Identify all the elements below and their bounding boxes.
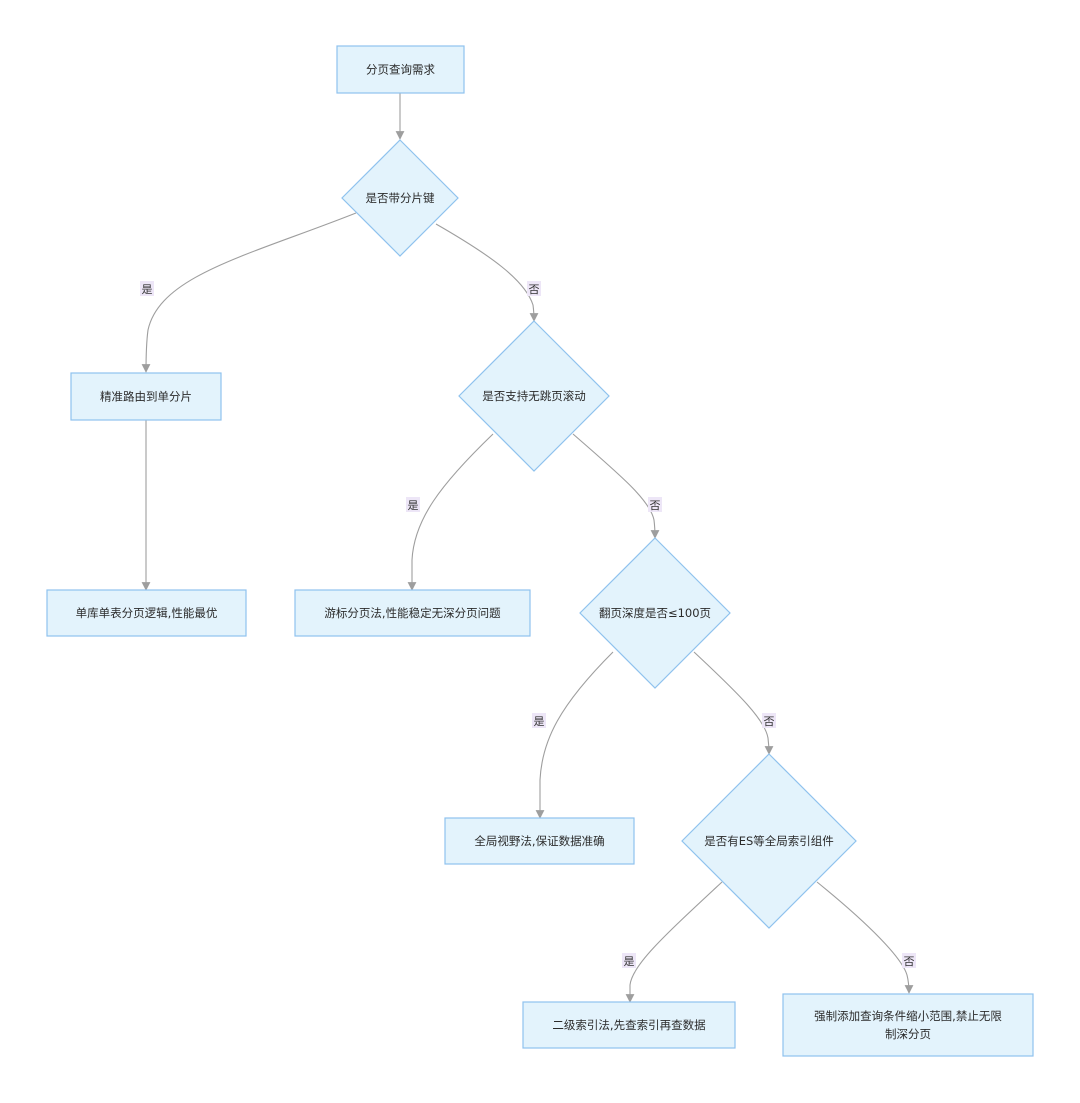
decision-no-jump-scroll-label: 是否支持无跳页滚动 <box>482 389 586 403</box>
edge-label-yes: 是 <box>624 955 635 968</box>
node-route-single: 精准路由到单分片 <box>70 372 222 421</box>
edge-label-no: 否 <box>764 715 775 728</box>
node-start: 分页查询需求 <box>336 45 465 94</box>
node-force-filter: 强制添加查询条件缩小范围,禁止无限 制深分页 <box>782 993 1034 1057</box>
node-cursor: 游标分页法,性能稳定无深分页问题 <box>294 589 531 637</box>
edge-nojump-yes <box>407 433 494 591</box>
node-route-single-label: 精准路由到单分片 <box>100 390 192 404</box>
node-start-label: 分页查询需求 <box>366 63 435 77</box>
decision-no-jump-scroll: 是否支持无跳页滚动 <box>458 320 610 472</box>
decision-shard-key-label: 是否带分片键 <box>366 191 435 205</box>
node-force-filter-label-line1: 强制添加查询条件缩小范围,禁止无限 <box>814 1009 1002 1023</box>
node-single-table: 单库单表分页逻辑,性能最优 <box>46 589 247 637</box>
edge-label-yes: 是 <box>408 499 419 512</box>
edge-nojump-no <box>572 433 660 539</box>
edges <box>141 93 914 1003</box>
edge-label-no: 否 <box>904 955 915 968</box>
edge-es-no <box>816 881 914 994</box>
decision-depth-label: 翻页深度是否≤100页 <box>599 606 711 620</box>
node-global-view-label: 全局视野法,保证数据准确 <box>474 834 604 848</box>
node-force-filter-label-line2: 制深分页 <box>885 1027 931 1041</box>
edge-shard-no <box>435 223 539 322</box>
node-single-table-label: 单库单表分页逻辑,性能最优 <box>76 606 218 620</box>
decision-depth: 翻页深度是否≤100页 <box>579 537 731 689</box>
node-secondary-index: 二级索引法,先查索引再查数据 <box>522 1001 736 1049</box>
node-secondary-index-label: 二级索引法,先查索引再查数据 <box>552 1018 706 1032</box>
edge-depth-yes <box>535 651 614 819</box>
node-cursor-label: 游标分页法,性能稳定无深分页问题 <box>324 606 501 620</box>
decision-es-label: 是否有ES等全局索引组件 <box>704 834 834 848</box>
edge-shard-yes <box>141 212 357 373</box>
edge-depth-no <box>693 651 774 755</box>
edge-label-yes: 是 <box>142 283 153 296</box>
node-global-view: 全局视野法,保证数据准确 <box>444 817 635 865</box>
edge-label-yes: 是 <box>534 715 545 728</box>
edge-es-yes <box>625 881 723 1003</box>
edge-label-no: 否 <box>529 283 540 296</box>
edge-label-no: 否 <box>650 499 661 512</box>
decision-es: 是否有ES等全局索引组件 <box>681 753 857 929</box>
decision-shard-key: 是否带分片键 <box>341 139 459 257</box>
edge-labels: 是 否 是 否 是 否 是 否 <box>140 281 916 968</box>
